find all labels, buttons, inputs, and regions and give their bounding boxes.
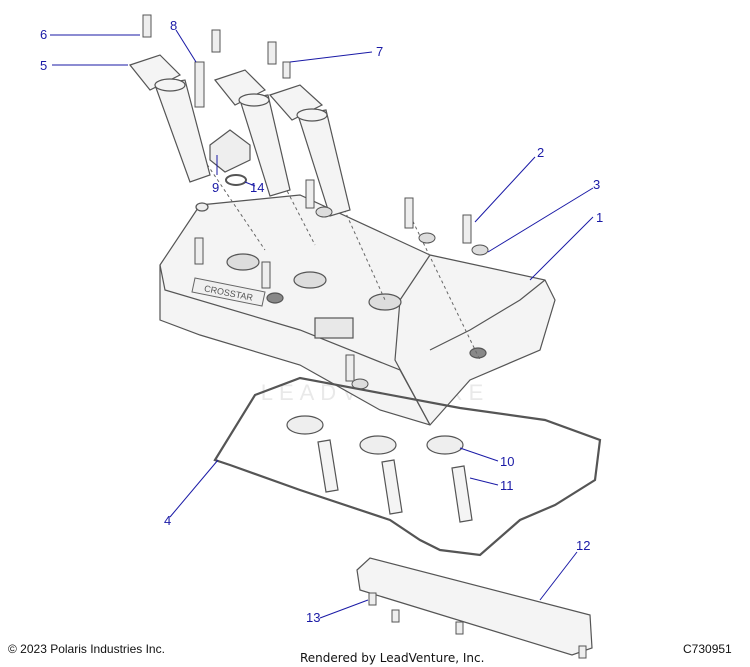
callout-1: 1 <box>596 210 603 225</box>
callout-9: 9 <box>212 180 219 195</box>
bracket-plate[interactable] <box>356 557 593 656</box>
coil-bolts[interactable] <box>142 14 277 65</box>
callout-13: 13 <box>306 610 320 625</box>
callout-4: 4 <box>164 513 171 528</box>
valve-cover-gasket[interactable] <box>213 376 602 557</box>
screw[interactable] <box>282 61 291 79</box>
copyright-text: © 2023 Polaris Industries Inc. <box>8 642 165 656</box>
callout-3: 3 <box>593 177 600 192</box>
cover-washers[interactable] <box>315 206 489 390</box>
callout-7: 7 <box>376 44 383 59</box>
callout-10: 10 <box>500 454 514 469</box>
ignition-coil-1[interactable] <box>128 54 211 183</box>
callout-11: 11 <box>500 478 514 493</box>
o-ring[interactable] <box>225 174 247 186</box>
leader-lines <box>50 29 594 619</box>
oil-filler-cap[interactable] <box>209 129 251 173</box>
plate-fasteners[interactable] <box>368 592 587 659</box>
callout-12: 12 <box>576 538 590 553</box>
sensor[interactable] <box>194 61 205 108</box>
callout-5: 5 <box>40 58 47 73</box>
callout-8: 8 <box>170 18 177 33</box>
ignition-coil-2[interactable] <box>213 69 291 197</box>
callout-6: 6 <box>40 27 47 42</box>
diagram-id: C730951 <box>683 642 732 656</box>
spark-plug-seals[interactable] <box>286 415 464 455</box>
spark-plugs[interactable] <box>317 439 473 523</box>
ignition-coil-3[interactable] <box>268 84 351 217</box>
rendered-by-text: Rendered by LeadVenture, Inc. <box>300 651 485 665</box>
valve-cover[interactable] <box>159 194 556 426</box>
callout-labels: 1 2 3 4 5 6 7 8 9 10 11 12 13 14 <box>40 18 603 625</box>
callout-14: 14 <box>250 180 264 195</box>
callout-2: 2 <box>537 145 544 160</box>
cover-bolts[interactable] <box>194 179 472 382</box>
